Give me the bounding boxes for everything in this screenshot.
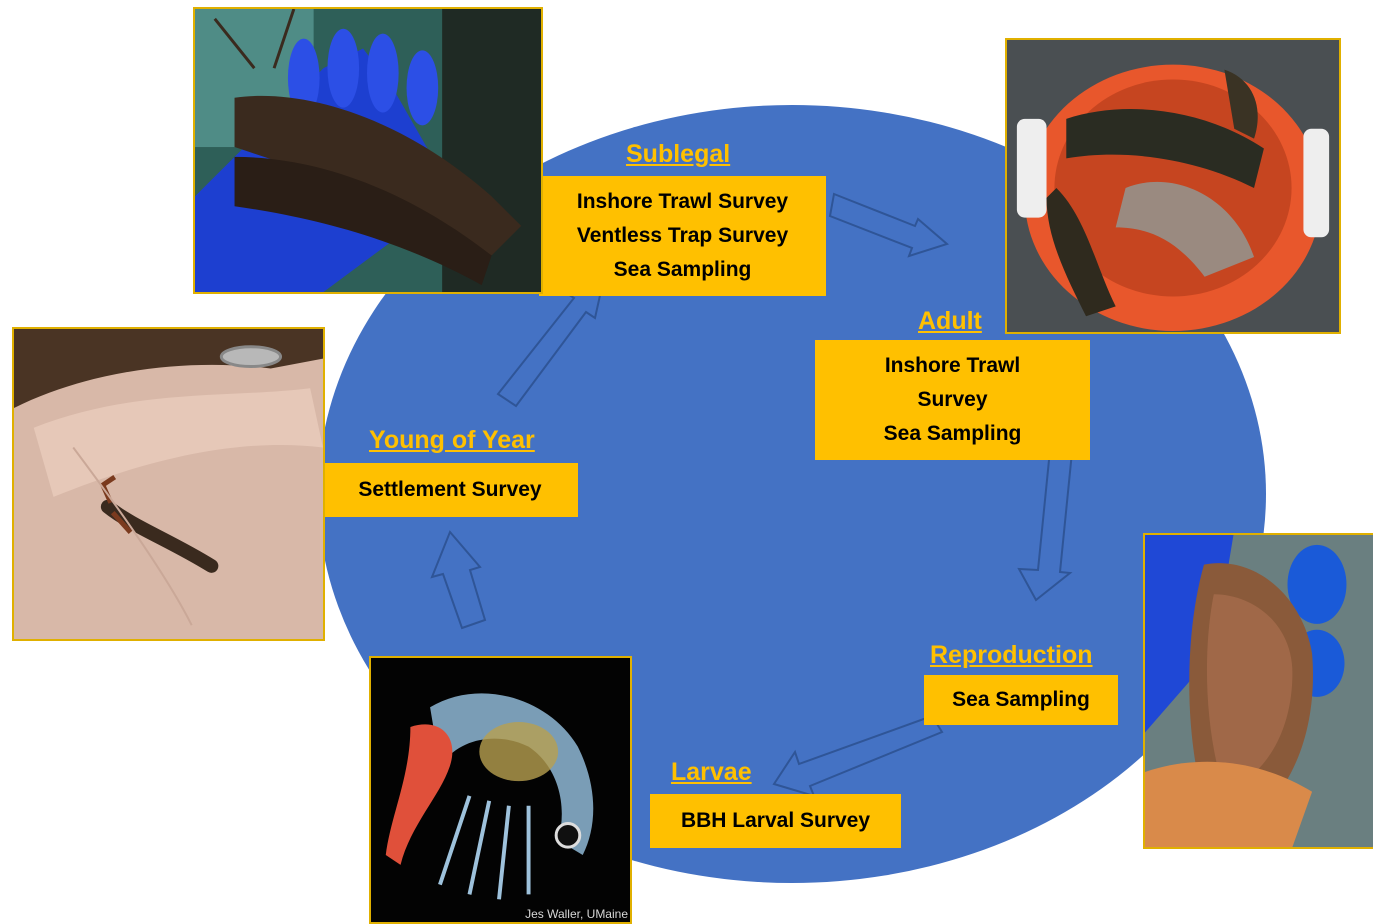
young-of-year-surveys-box: Settlement Survey: [322, 463, 578, 517]
young-of-year-title: Young of Year: [369, 428, 535, 453]
larvae-title: Larvae: [671, 760, 752, 785]
adult-title: Adult: [918, 309, 982, 334]
reproduction-survey-1: Sea Sampling: [952, 683, 1090, 717]
larval-lobster-photo: Jes Waller, UMaine: [369, 656, 632, 924]
sublegal-surveys-box: Inshore Trawl Survey Ventless Trap Surve…: [539, 176, 826, 296]
egg-bearing-lobster-photo: [1143, 533, 1373, 849]
sublegal-survey-3: Sea Sampling: [614, 253, 752, 287]
adult-survey-1: Inshore Trawl: [885, 349, 1020, 383]
adult-lobster-basket-photo: [1005, 38, 1341, 334]
young-of-year-survey-1: Settlement Survey: [358, 473, 541, 507]
sublegal-lobster-photo: [193, 7, 543, 294]
young-of-year-photo: [12, 327, 325, 641]
sublegal-survey-1: Inshore Trawl Survey: [577, 185, 788, 219]
larvae-surveys-box: BBH Larval Survey: [650, 794, 901, 848]
arrow-larvae-to-young: [432, 532, 485, 628]
reproduction-title: Reproduction: [930, 643, 1093, 668]
larvae-survey-1: BBH Larval Survey: [681, 804, 870, 838]
arrow-reproduction-to-larvae: [774, 716, 942, 796]
adult-survey-3: Sea Sampling: [884, 417, 1022, 451]
adult-survey-2: Survey: [917, 383, 987, 417]
arrow-sublegal-to-adult: [830, 194, 947, 256]
sublegal-title: Sublegal: [626, 142, 730, 167]
adult-surveys-box: Inshore Trawl Survey Sea Sampling: [815, 340, 1090, 460]
reproduction-surveys-box: Sea Sampling: [924, 675, 1118, 725]
photo-credit: Jes Waller, UMaine: [525, 907, 628, 921]
arrow-young-to-sublegal: [498, 282, 603, 406]
sublegal-survey-2: Ventless Trap Survey: [577, 219, 788, 253]
